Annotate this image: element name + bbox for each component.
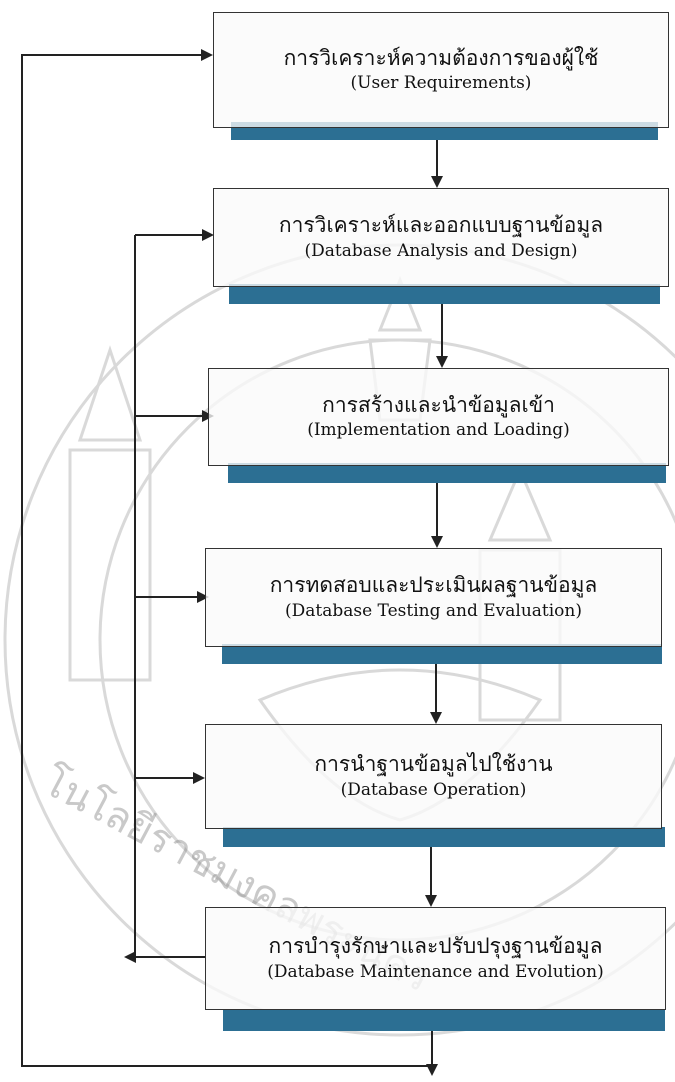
step-box: การทดสอบและประเมินผลฐานข้อมูล (Database … [205, 548, 662, 647]
step-title-th: การทดสอบและประเมินผลฐานข้อมูล [269, 573, 598, 598]
step-box: การวิเคราะห์และออกแบบฐานข้อมูล (Database… [213, 188, 669, 287]
feedback-loop-outer [21, 49, 432, 1067]
step-title-th: การบำรุงรักษาและปรับปรุงฐานข้อมูล [268, 934, 603, 959]
feedback-loop-inner [124, 229, 214, 963]
step-title-en: (Database Operation) [340, 779, 527, 800]
step-title-th: การวิเคราะห์ความต้องการของผู้ใช้ [283, 45, 599, 70]
step-title-en: (User Requirements) [350, 73, 532, 94]
step-title-th: การสร้างและนำข้อมูลเข้า [322, 392, 555, 417]
step-title-th: การวิเคราะห์และออกแบบฐานข้อมูล [278, 213, 604, 238]
step-box: การวิเคราะห์ความต้องการของผู้ใช้ (User R… [213, 12, 669, 128]
step-box: การสร้างและนำข้อมูลเข้า (Implementation … [208, 368, 669, 466]
step-box: การบำรุงรักษาและปรับปรุงฐานข้อมูล (Datab… [205, 907, 666, 1010]
step-title-en: (Database Analysis and Design) [304, 240, 578, 261]
step-title-th: การนำฐานข้อมูลไปใช้งาน [314, 752, 553, 777]
step-title-en: (Database Maintenance and Evolution) [267, 961, 604, 982]
step-title-en: (Database Testing and Evaluation) [284, 600, 582, 621]
seal-left-tower-icon [68, 345, 152, 682]
down-arrows [425, 139, 448, 1076]
step-title-en: (Implementation and Loading) [307, 420, 570, 441]
step-box: การนำฐานข้อมูลไปใช้งาน (Database Operati… [205, 724, 662, 829]
